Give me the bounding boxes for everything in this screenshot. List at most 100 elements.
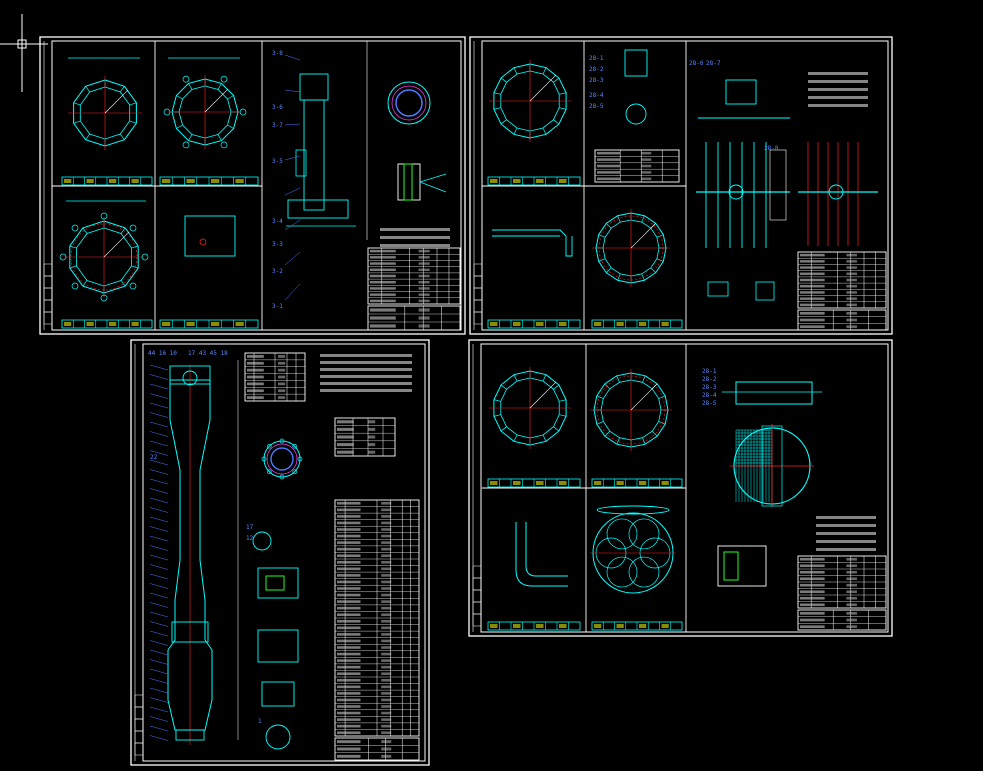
c-leader: [149, 469, 169, 475]
d-flange-1-radius: [529, 381, 557, 409]
b-small-part-2: [755, 281, 775, 301]
d-parts-table-cell-text: [800, 590, 825, 594]
a-notes-text: [380, 244, 450, 247]
label-c-top-a: 44 16 10: [148, 350, 177, 357]
d-elbow-shape: [515, 522, 568, 587]
c-leader: [149, 421, 169, 428]
b-flange-1-radius: [529, 74, 557, 102]
c-leader: [149, 364, 169, 371]
b-table-small-cell-text: [641, 177, 652, 181]
c-parts-table-cell-text: [337, 580, 361, 584]
b-strip-2-text: [559, 322, 567, 326]
b-angle-bracket: [492, 229, 573, 257]
a-strip-1-text: [131, 179, 139, 183]
sheet-bottom-right-binding-cell: [472, 565, 482, 579]
c-leader: [149, 497, 169, 504]
label-3-7: 3-7: [272, 122, 283, 129]
d-title-block-cell-text: [800, 625, 825, 628]
a-title-block-cell-text: [370, 324, 396, 328]
a-flange-1-spoke: [129, 102, 137, 106]
b-dist-hub: [728, 184, 744, 200]
a-flange-3-bolt: [129, 282, 137, 290]
b-detail-box: [624, 49, 648, 77]
d-detail-box: [717, 545, 767, 587]
c-parts-table-cell-text: [337, 659, 361, 662]
label-28-4: 28-4: [589, 92, 604, 99]
b-parts-table-cell-text: [800, 291, 825, 294]
d-sieve-plate: [722, 381, 822, 508]
d-notes-text: [816, 516, 876, 519]
c-leader: [149, 602, 169, 608]
c-parts-table-cell-text: [381, 731, 392, 735]
d-title-block-cell-text: [846, 618, 857, 622]
c-notes-text: [320, 375, 412, 378]
b-title-block-cell-text: [846, 312, 857, 315]
b-parts-table-cell-text: [846, 272, 857, 276]
b-parts-table-box: [797, 251, 887, 309]
a-parts-table-cell-text: [370, 274, 396, 278]
sheet-top-left-outer-border: [39, 36, 466, 335]
b-flange-1-spoke: [493, 92, 501, 95]
a-notes-text: [380, 236, 450, 239]
sheet-top-right: [469, 36, 893, 335]
label-c-17: 17: [246, 524, 254, 531]
a-flange-3-spoke: [131, 265, 139, 269]
sheet-bottom-left-inner-border: [142, 343, 426, 762]
a-parts-table-box: [367, 247, 461, 305]
a-detail-ring-in: [395, 89, 423, 117]
a-title-block-cell-text: [418, 308, 430, 312]
a-flange-2-spoke: [188, 83, 193, 90]
label-28-2: 28-2: [589, 66, 604, 73]
a-flange-3-bolt: [100, 294, 108, 302]
label-d-28-2: 28-2: [702, 376, 717, 383]
a-leader: [284, 123, 301, 126]
c-parts-table-cell-text: [381, 659, 392, 662]
b-notes-text: [808, 104, 868, 107]
b-flange-1-spoke: [500, 77, 507, 83]
b-flange-1-spoke: [559, 107, 567, 110]
a-strip-4-text: [211, 322, 220, 326]
d-flange-2-spoke: [642, 437, 646, 445]
d-parts-table-cell-text: [846, 596, 857, 600]
b-strip-3-text: [594, 322, 602, 326]
c-parts-table-cell-text: [381, 633, 392, 636]
c-parts-table-cell-text: [337, 646, 361, 649]
a-flange-2-spoke: [217, 83, 222, 90]
b-title-block: [797, 309, 887, 331]
a-leader: [284, 219, 301, 231]
d-parts-table-cell-text: [846, 570, 857, 574]
sheet-bottom-right-outer-border: [468, 339, 893, 637]
c-parts-table-cell-text: [337, 711, 361, 715]
a-parts-table-cell-text: [370, 299, 396, 303]
a-strip-4-text: [162, 322, 171, 326]
d-strip-3: [487, 621, 581, 631]
d-flange-1-spoke: [493, 414, 501, 417]
c-parts-table-cell-text: [337, 534, 361, 538]
label-d-28-4: 28-4: [702, 392, 717, 399]
c-section-bolt: [261, 456, 267, 462]
c-parts-table-cell-text: [337, 587, 361, 590]
c-parts-table-cell-text: [381, 606, 392, 610]
d-petal-side: [596, 505, 670, 515]
sheet-top-right-binding-cell: [473, 299, 483, 313]
a-strip-3-text: [109, 322, 117, 326]
d-notes-text: [816, 540, 876, 543]
d-flange-1-spoke: [542, 434, 547, 442]
c-table-nozzles-cell-text: [247, 368, 264, 372]
sheet-top-left-binding-cell: [43, 311, 53, 325]
c-parts-table-cell-text: [337, 554, 361, 558]
a-flange-2-spoke: [176, 124, 183, 129]
c-detail-4: [265, 724, 291, 750]
sheet-top-right-binding-cell: [473, 287, 483, 301]
label-3-6: 3-6: [272, 104, 283, 111]
c-notes-text: [320, 361, 412, 364]
b-title-block-cell-text: [800, 318, 825, 322]
b-title-block-box: [797, 309, 887, 331]
c-parts-table-cell-text: [381, 705, 392, 708]
b-table-small-box: [594, 149, 680, 183]
b-parts-table-cell-text: [800, 278, 825, 282]
b-parts-table-cell-text: [800, 297, 825, 300]
c-detail-small: [252, 531, 272, 551]
b-title-block-cell-text: [800, 325, 825, 328]
